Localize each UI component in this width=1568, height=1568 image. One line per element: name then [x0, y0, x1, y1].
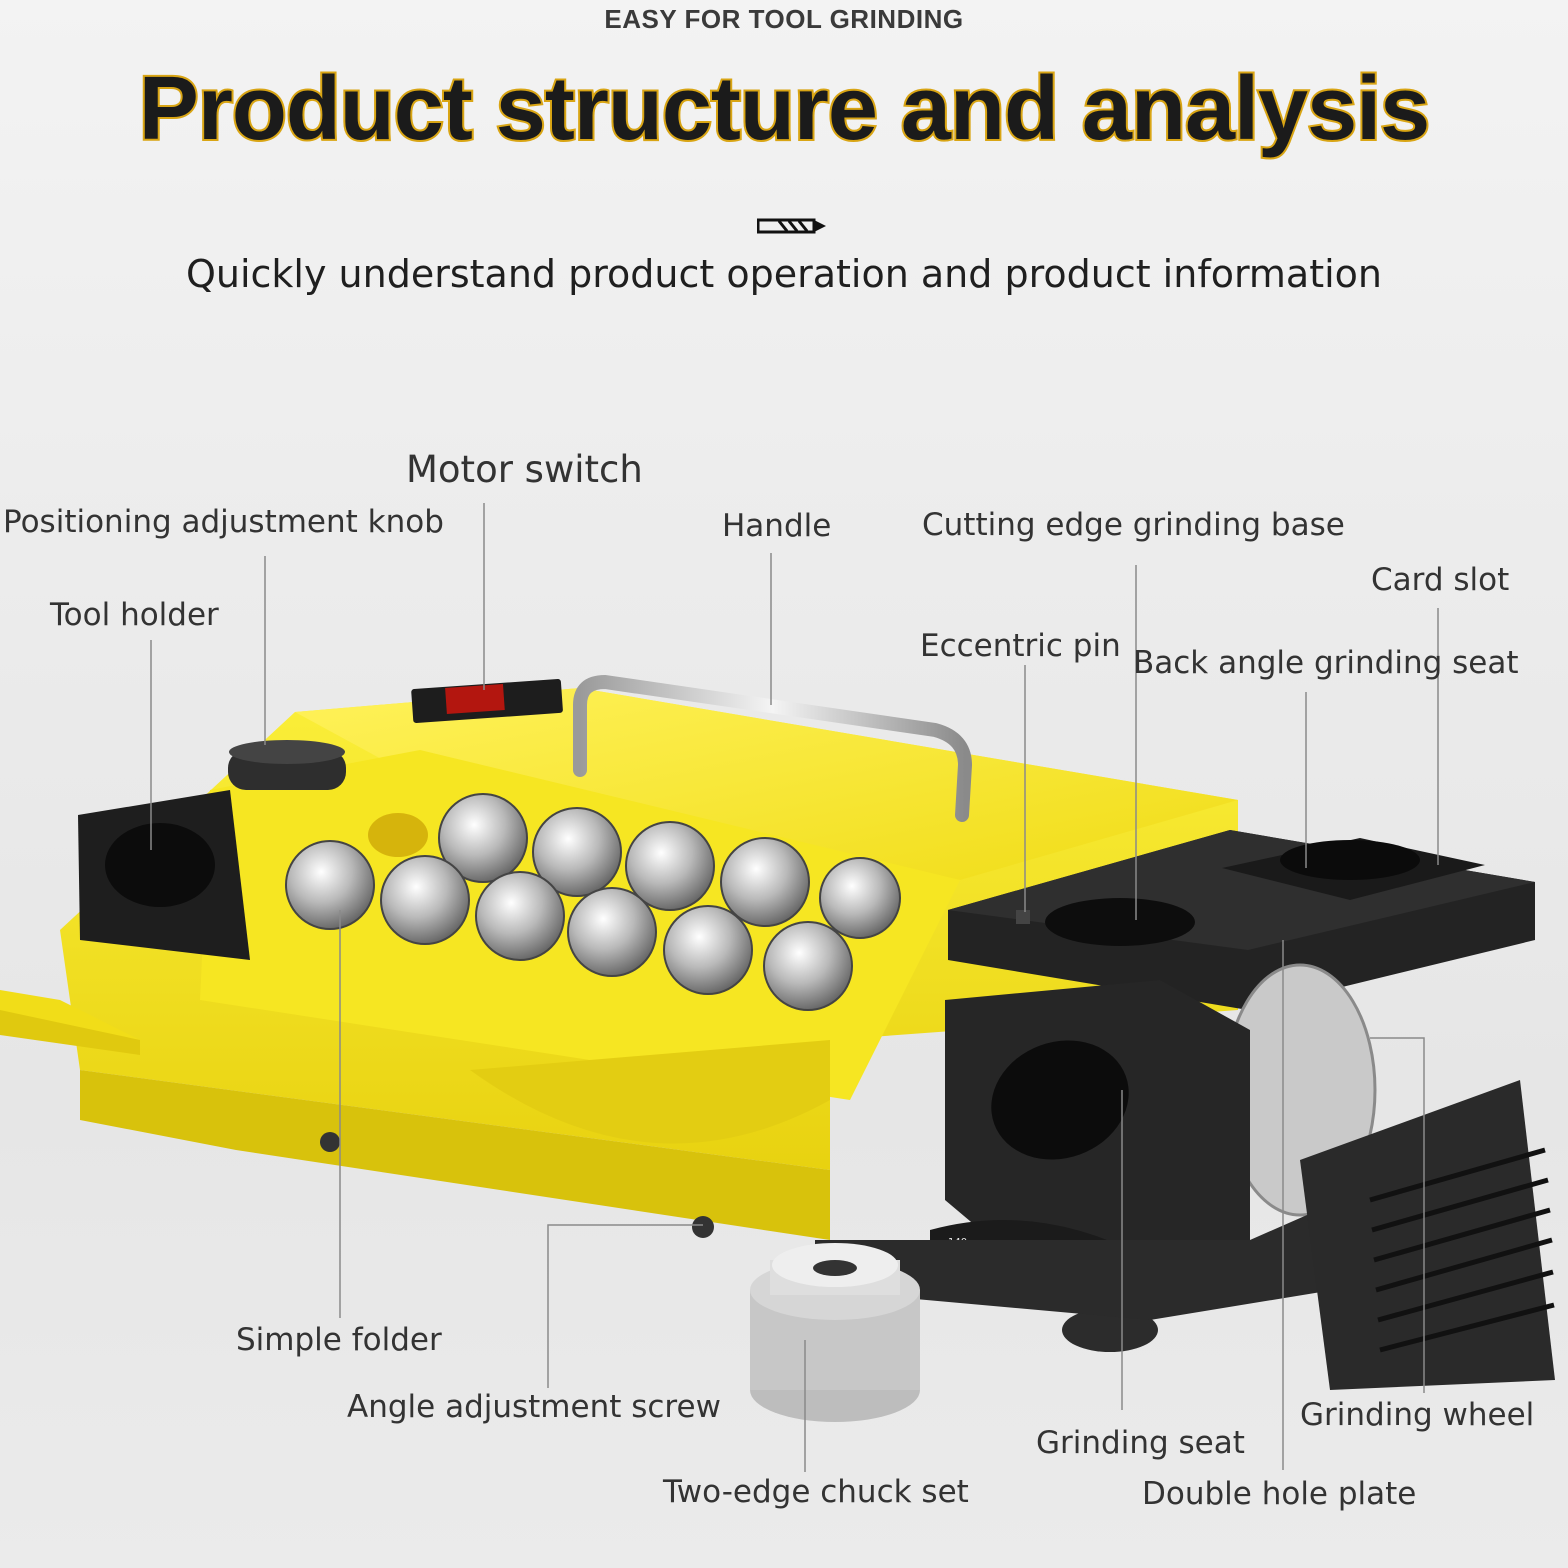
- label-eccentric-pin: Eccentric pin: [920, 628, 1121, 664]
- label-positioning-knob: Positioning adjustment knob: [3, 504, 444, 540]
- eyebrow-text: EASY FOR TOOL GRINDING: [604, 4, 964, 34]
- tool-holder-hole: [105, 823, 215, 907]
- housing-top: [295, 688, 1238, 880]
- folder-curve: [470, 1040, 830, 1144]
- subtitle: Quickly understand product operation and…: [185, 252, 1383, 296]
- label-angle-screw: Angle adjustment screw: [347, 1389, 721, 1425]
- label-cutting-edge-base: Cutting edge grinding base: [922, 507, 1345, 543]
- label-card-slot: Card slot: [1371, 562, 1510, 598]
- cutting-edge-hole: [1045, 898, 1195, 946]
- folder-lip-edge: [0, 1010, 140, 1055]
- storage-hole: [368, 813, 428, 857]
- label-double-hole-plate: Double hole plate: [1142, 1476, 1417, 1512]
- label-back-angle-seat: Back angle grinding seat: [1133, 645, 1519, 681]
- arrow-divider-icon: [757, 218, 826, 234]
- label-simple-folder: Simple folder: [236, 1322, 442, 1358]
- grille-slots: [1369, 1147, 1555, 1353]
- angle-adjustment-screw: [692, 1216, 714, 1238]
- collet-set: [285, 793, 901, 1011]
- chuck-bore: [813, 1260, 857, 1276]
- motor-switch-rocker: [445, 684, 505, 714]
- screw: [320, 1132, 340, 1152]
- knob-top: [229, 740, 345, 764]
- foot: [1062, 1308, 1158, 1352]
- back-angle-hole: [1280, 840, 1420, 880]
- eccentric-pin: [1016, 910, 1030, 924]
- grinding-seat-hole: [991, 1040, 1129, 1160]
- base-plate: [815, 1150, 1455, 1320]
- label-tool-holder: Tool holder: [50, 597, 219, 633]
- label-motor-switch: Motor switch: [406, 448, 643, 491]
- page-title: Product structure and analysis: [137, 57, 1432, 161]
- label-grinding-seat: Grinding seat: [1036, 1425, 1245, 1461]
- leader-lines: [150, 503, 1439, 1472]
- label-two-edge-chuck: Two-edge chuck set: [663, 1474, 969, 1510]
- handle-bar: [573, 674, 973, 822]
- housing-front: [80, 1070, 830, 1240]
- side-grille-plate: [1300, 1080, 1555, 1390]
- label-handle: Handle: [722, 508, 832, 544]
- label-grinding-wheel: Grinding wheel: [1300, 1397, 1535, 1433]
- folder-lip: [0, 990, 140, 1040]
